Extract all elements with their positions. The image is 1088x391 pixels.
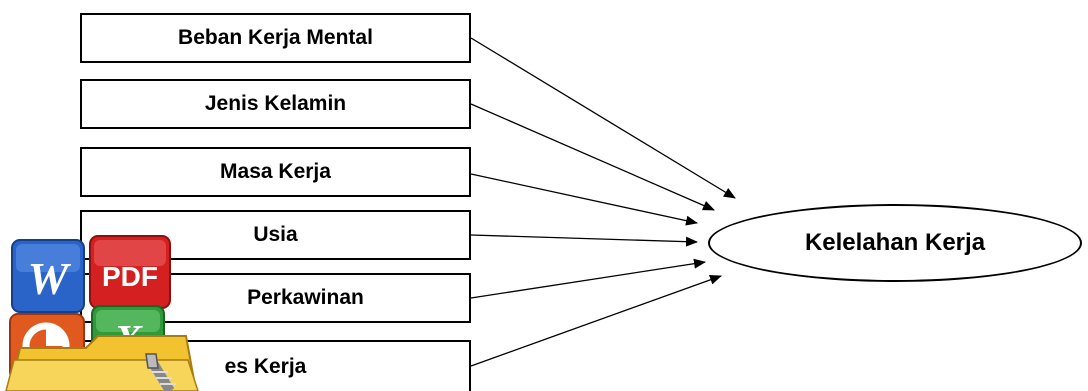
factor-label: Usia [253,223,298,246]
arrow-perkawinan [470,258,706,299]
pdf-badge-text: PDF [102,261,158,292]
office-files-logo: W PDF X [5,235,199,391]
outcome-label: Kelelahan Kerja [804,229,986,256]
outcome-ellipse: Kelelahan Kerja [708,204,1082,282]
factor-box-jenis-kelamin: Jenis Kelamin [80,79,471,129]
word-badge-letter: W [28,253,72,304]
arrow-stres-kerja [470,275,722,367]
arrow-jenis-kelamin [470,103,715,211]
factor-box-masa-kerja: Masa Kerja [80,147,471,197]
factor-label: Jenis Kelamin [204,92,347,115]
factor-label: Perkawinan [247,286,364,309]
arrow-usia [470,234,698,247]
factor-label: Beban Kerja Mental [178,26,373,49]
factor-box-beban-kerja-mental: Beban Kerja Mental [80,13,471,63]
factor-label: Masa Kerja [220,160,331,183]
arrow-beban-kerja-mental [470,37,736,199]
word-badge-icon: W [11,239,85,313]
zipper-icon [145,353,176,391]
factor-label: es Kerja [224,354,307,378]
arrow-masa-kerja [470,173,698,226]
pdf-badge-icon: PDF [89,235,171,309]
